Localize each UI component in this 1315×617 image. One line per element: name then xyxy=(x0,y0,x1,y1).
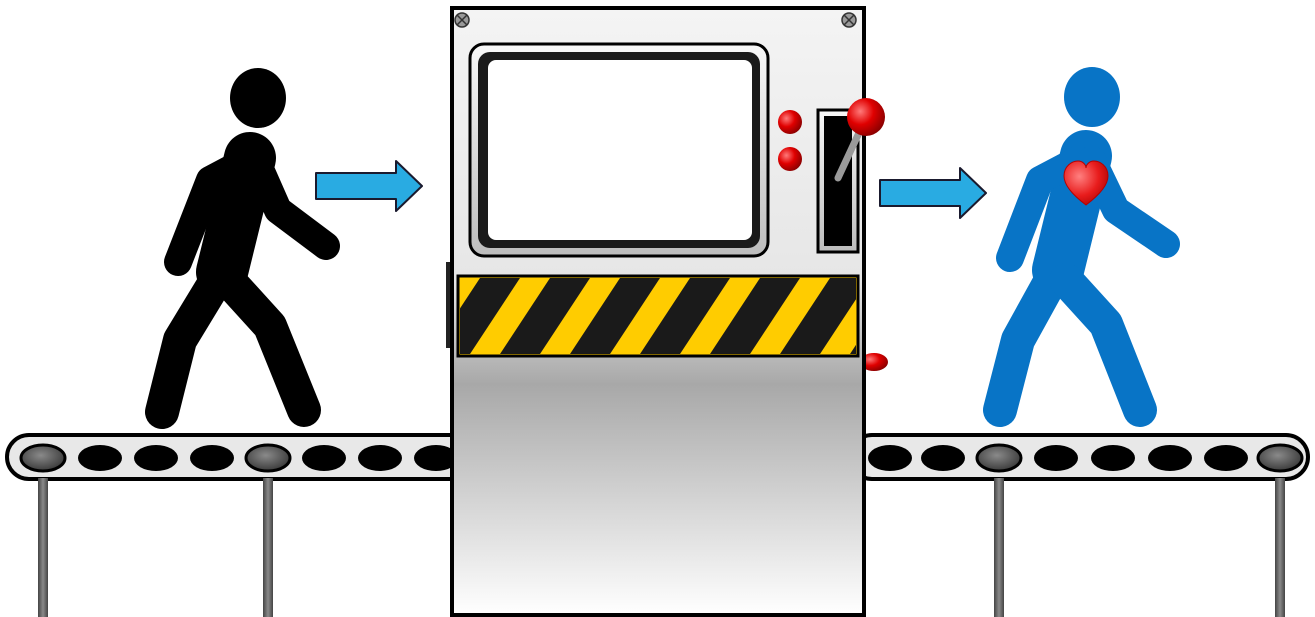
conveyor-leg xyxy=(994,478,1004,617)
conveyor-hole xyxy=(134,445,178,471)
conveyor-leg xyxy=(38,478,48,617)
screw-icon xyxy=(454,12,470,28)
conveyor-leg xyxy=(263,478,273,617)
conveyor-hole xyxy=(302,445,346,471)
conveyor-roller xyxy=(975,443,1023,473)
conveyor-hole xyxy=(358,445,402,471)
conveyor-belt-left xyxy=(5,433,479,617)
machine xyxy=(446,6,888,617)
arrow-into-machine xyxy=(315,160,423,212)
conveyor-hole xyxy=(1034,445,1078,471)
conveyor-hole xyxy=(190,445,234,471)
conveyor-hole xyxy=(868,445,912,471)
heart-icon xyxy=(1063,160,1109,206)
person-head xyxy=(230,68,286,128)
conveyor-leg xyxy=(1275,478,1285,617)
machine-red-knob xyxy=(860,353,888,371)
machine-screen xyxy=(488,60,752,240)
machine-red-button xyxy=(778,147,802,171)
person-head xyxy=(1064,67,1120,127)
machine-lever-knob xyxy=(847,98,885,136)
person-after-figure xyxy=(983,67,1180,427)
conveyor-hole xyxy=(78,445,122,471)
conveyor-hole xyxy=(921,445,965,471)
screw-icon xyxy=(841,12,857,28)
conveyor-holes-left xyxy=(19,443,458,473)
conveyor-roller xyxy=(1256,443,1304,473)
arrow-out-of-machine xyxy=(879,167,987,219)
conveyor-belt-right xyxy=(848,433,1310,617)
conveyor-hole xyxy=(1204,445,1248,471)
conveyor-roller xyxy=(19,443,67,473)
machine-red-button xyxy=(778,110,802,134)
conveyor-holes-right xyxy=(868,443,1304,473)
conveyor-hole xyxy=(414,445,458,471)
conveyor-roller xyxy=(244,443,292,473)
person-before-figure xyxy=(145,68,340,429)
conveyor-hole xyxy=(1148,445,1192,471)
hazard-stripe-band xyxy=(456,274,860,358)
conveyor-hole xyxy=(1091,445,1135,471)
